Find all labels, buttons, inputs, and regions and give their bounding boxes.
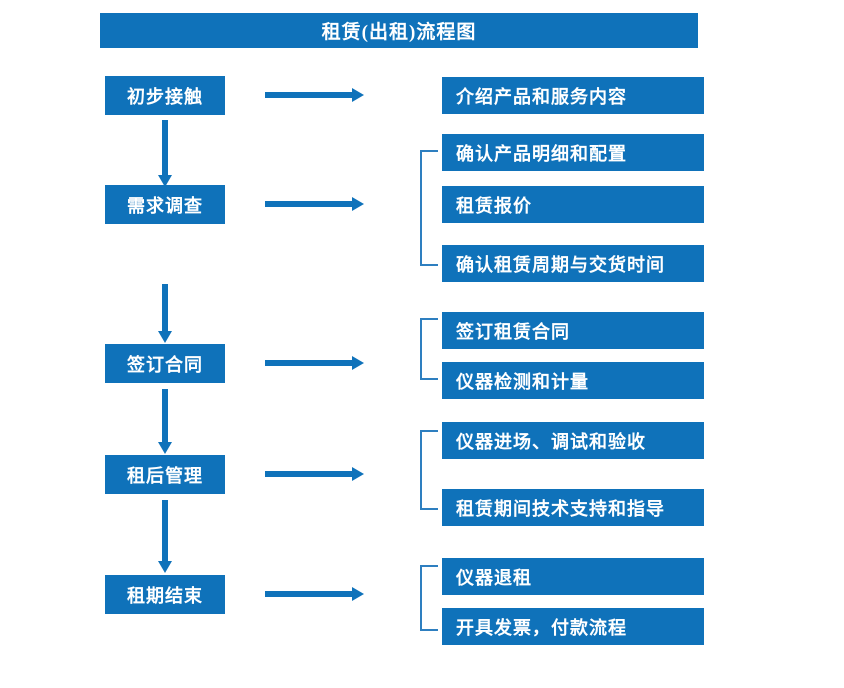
stage-box-sign-contract[interactable]: 签订合同 bbox=[105, 344, 225, 383]
detail-box-instrument-return[interactable]: 仪器退租 bbox=[442, 558, 704, 595]
detail-box-lease-quotation[interactable]: 租赁报价 bbox=[442, 186, 704, 223]
arrow-right-sign-contract bbox=[265, 360, 353, 366]
arrow-right-demand-survey bbox=[265, 201, 353, 207]
arrow-right-lease-end bbox=[265, 591, 353, 597]
arrow-right-initial-contact bbox=[265, 92, 353, 98]
bracket-demand-survey-group bbox=[420, 150, 438, 266]
arrow-down-contract-to-management bbox=[162, 389, 168, 443]
detail-box-introduce-products[interactable]: 介绍产品和服务内容 bbox=[442, 77, 704, 114]
detail-box-confirm-product-details[interactable]: 确认产品明细和配置 bbox=[442, 134, 704, 171]
detail-box-technical-support[interactable]: 租赁期间技术支持和指导 bbox=[442, 489, 704, 526]
arrow-down-management-to-end bbox=[162, 500, 168, 562]
stage-box-lease-end[interactable]: 租期结束 bbox=[105, 575, 225, 614]
bracket-sign-contract-group bbox=[420, 318, 438, 380]
diagram-title: 租赁(出租)流程图 bbox=[100, 13, 698, 48]
bracket-post-lease-group bbox=[420, 430, 438, 510]
detail-box-instrument-inspection[interactable]: 仪器检测和计量 bbox=[442, 362, 704, 399]
arrow-down-demand-to-contract bbox=[162, 284, 168, 332]
stage-box-initial-contact[interactable]: 初步接触 bbox=[105, 76, 225, 115]
bracket-lease-end-group bbox=[420, 565, 438, 631]
arrow-down-initial-to-demand bbox=[162, 120, 168, 176]
detail-box-invoice-payment[interactable]: 开具发票，付款流程 bbox=[442, 608, 704, 645]
arrow-right-post-lease-management bbox=[265, 471, 353, 477]
stage-box-post-lease-management[interactable]: 租后管理 bbox=[105, 455, 225, 494]
stage-box-demand-survey[interactable]: 需求调查 bbox=[105, 185, 225, 224]
detail-box-sign-lease-contract[interactable]: 签订租赁合同 bbox=[442, 312, 704, 349]
detail-box-instrument-entry-commissioning[interactable]: 仪器进场、调试和验收 bbox=[442, 422, 704, 459]
detail-box-confirm-lease-period[interactable]: 确认租赁周期与交货时间 bbox=[442, 245, 704, 282]
